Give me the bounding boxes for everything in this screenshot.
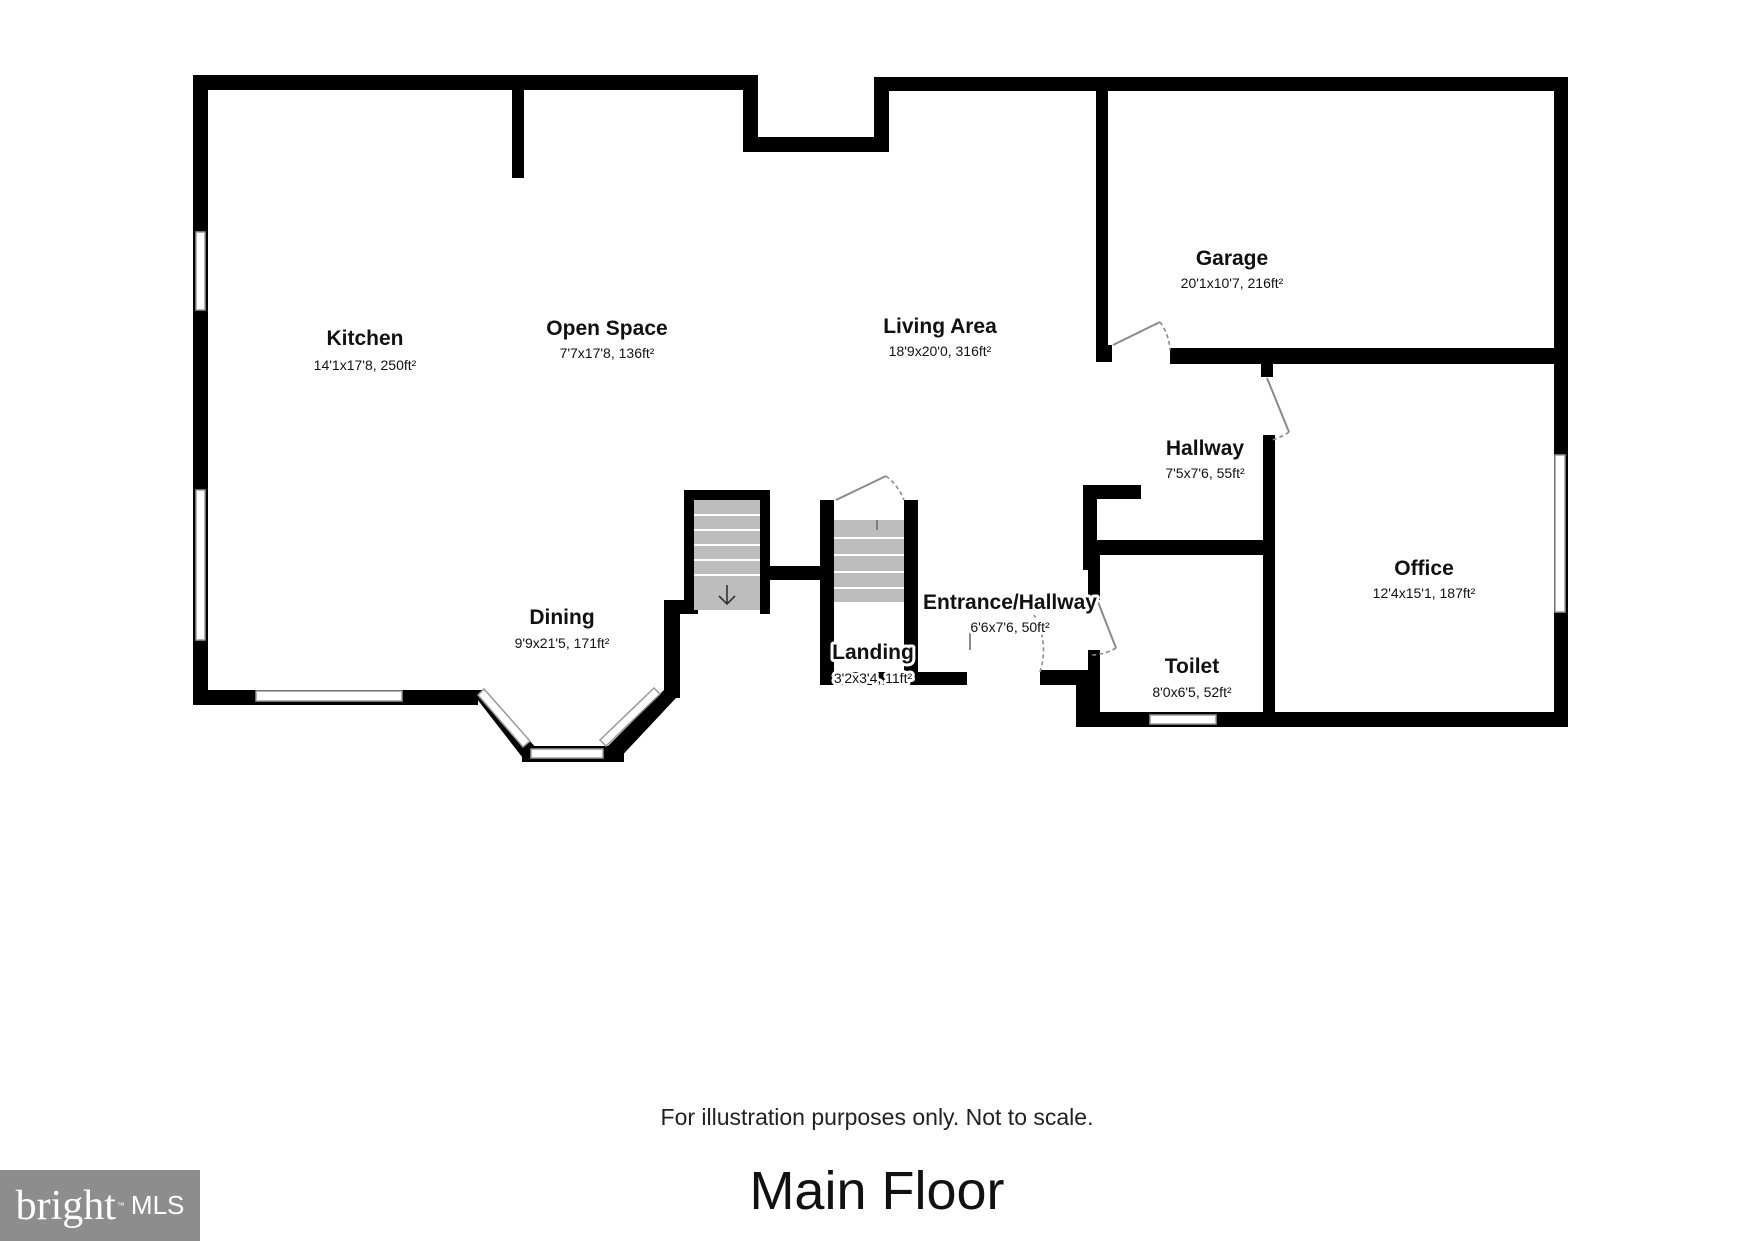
room-garage-dims: 20'1x10'7, 216ft²	[1181, 275, 1284, 291]
room-labels: Kitchen 14'1x17'8, 250ft² Open Space 7'7…	[314, 247, 1476, 700]
room-office-name: Office	[1394, 557, 1454, 580]
stairs-down	[694, 500, 760, 610]
room-kitchen-name: Kitchen	[326, 327, 403, 350]
room-dining-dims: 9'9x21'5, 171ft²	[515, 635, 610, 651]
room-entrance-hallway-name: Entrance/Hallway	[923, 591, 1097, 614]
room-landing-dims: 3'2x3'4, 11ft²	[834, 670, 913, 686]
disclaimer-text: For illustration purposes only. Not to s…	[660, 1104, 1094, 1130]
room-hallway-dims: 7'5x7'6, 55ft²	[1165, 465, 1245, 481]
room-open-space-name: Open Space	[546, 317, 667, 340]
stairs-up	[834, 520, 904, 602]
room-hallway-name: Hallway	[1166, 437, 1245, 460]
room-open-space-dims: 7'7x17'8, 136ft²	[560, 345, 655, 361]
room-garage-name: Garage	[1196, 247, 1268, 270]
room-toilet-name: Toilet	[1165, 655, 1219, 678]
doors	[835, 321, 1290, 673]
room-office-dims: 12'4x15'1, 187ft²	[1373, 585, 1476, 601]
logo-brand: bright	[15, 1182, 116, 1229]
logo-tm: ™	[116, 1201, 125, 1210]
floor-title: Main Floor	[749, 1161, 1005, 1221]
room-dining-name: Dining	[529, 606, 594, 629]
room-entrance-hallway-dims: 6'6x7'6, 50ft²	[970, 619, 1050, 635]
room-living-area-name: Living Area	[883, 315, 997, 338]
room-kitchen-dims: 14'1x17'8, 250ft²	[314, 357, 417, 373]
room-toilet-dims: 8'0x6'5, 52ft²	[1152, 684, 1232, 700]
windows	[195, 231, 1566, 759]
room-landing-name: Landing	[832, 641, 914, 664]
arrow-down-icon	[718, 585, 736, 606]
room-living-area-dims: 18'9x20'0, 316ft²	[889, 343, 992, 359]
logo-suffix: MLS	[130, 1190, 185, 1220]
